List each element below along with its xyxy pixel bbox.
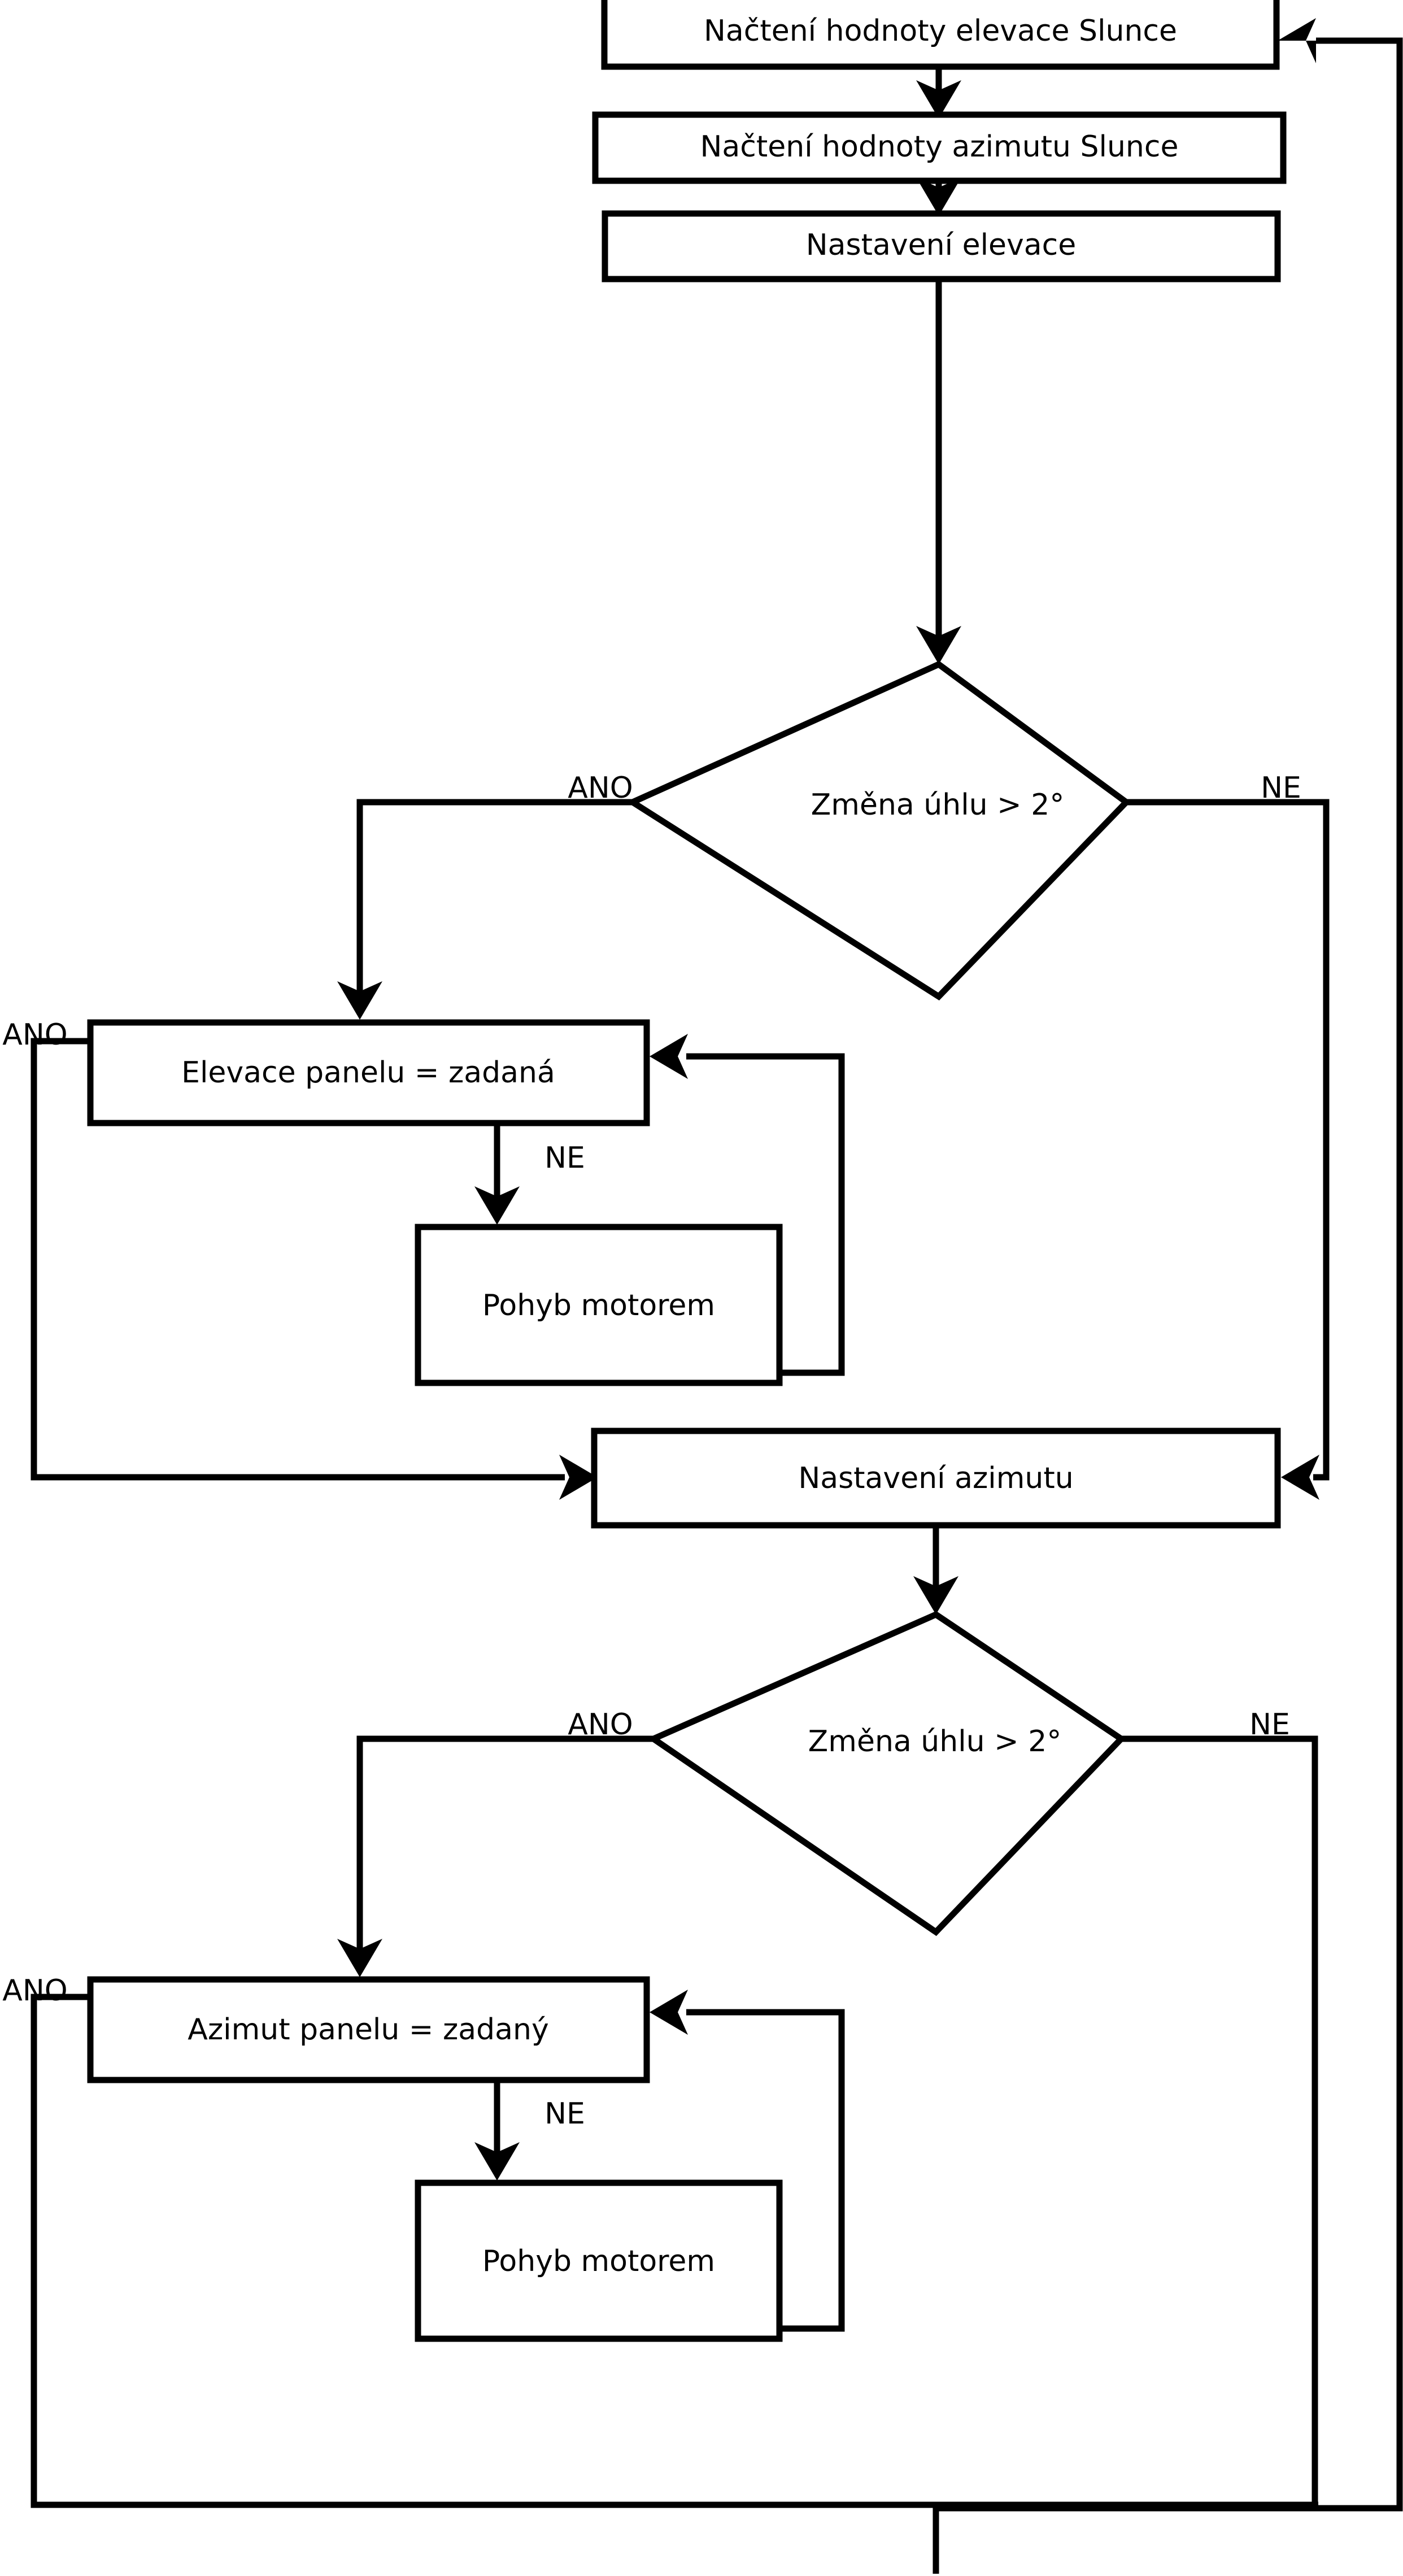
node-read-elevation[interactable]: Načtení hodnoty elevace Slunce xyxy=(601,0,1280,70)
node-panel-azimuth-eq-box[interactable] xyxy=(87,1976,650,2083)
node-set-azimuth-box[interactable] xyxy=(591,1428,1281,1529)
node-motor-move-elevation-label: Pohyb motorem xyxy=(482,1289,715,1322)
node-read-elevation-box[interactable] xyxy=(601,0,1280,70)
edge-label-elevation-loop-yes: ANO xyxy=(2,1018,67,1052)
node-motor-move-azimuth-box[interactable] xyxy=(415,2179,783,2342)
node-decision-azimuth[interactable]: Změna úhlu > 2° xyxy=(647,1611,1126,1937)
node-decision-azimuth-label: Změna úhlu > 2° xyxy=(808,1725,1062,1759)
connector-set-elevation-to-decision xyxy=(916,279,961,664)
edge-label-elevation-loop-no: NE xyxy=(544,1141,585,1175)
node-decision-elevation[interactable]: Změna úhlu > 2° xyxy=(626,660,1131,1001)
node-panel-elevation-eq-label: Elevace panelu = zadaná xyxy=(181,1056,555,1090)
edge-label-elevation-no: NE xyxy=(1261,771,1301,805)
edge-label-azimuth-loop-no: NE xyxy=(544,2097,585,2131)
node-set-elevation[interactable]: Nastavení elevace xyxy=(602,210,1281,282)
edge-label-azimuth-no: NE xyxy=(1249,1708,1290,1742)
connector-set-azimuth-to-decision xyxy=(913,1525,958,1615)
node-read-elevation-label: Načtení hodnoty elevace Slunce xyxy=(704,14,1177,48)
node-panel-elevation-eq-box[interactable] xyxy=(87,1019,650,1126)
connector-read-azimuth-to-set-elevation xyxy=(916,177,961,216)
node-set-elevation-label: Nastavení elevace xyxy=(806,228,1076,262)
node-decision-azimuth-shape[interactable] xyxy=(647,1611,1126,1937)
node-read-azimuth-label: Načtení hodnoty azimutu Slunce xyxy=(700,130,1179,164)
connector-main-loopback xyxy=(933,18,1403,2574)
connector-panel-azimuth-no xyxy=(474,2080,520,2181)
node-set-azimuth-label: Nastavení azimutu xyxy=(798,1461,1073,1495)
node-read-azimuth[interactable]: Načtení hodnoty azimutu Slunce xyxy=(592,111,1287,184)
node-motor-move-azimuth-label: Pohyb motorem xyxy=(482,2244,715,2278)
node-decision-elevation-label: Změna úhlu > 2° xyxy=(811,788,1065,822)
connector-panel-elevation-yes xyxy=(30,1038,598,1500)
edge-label-azimuth-yes: ANO xyxy=(568,1708,633,1742)
node-set-elevation-box[interactable] xyxy=(602,210,1281,282)
node-motor-move-elevation[interactable]: Pohyb motorem xyxy=(415,1224,783,1386)
node-motor-move-azimuth[interactable]: Pohyb motorem xyxy=(415,2179,783,2342)
node-panel-elevation-eq[interactable]: Elevace panelu = zadaná xyxy=(87,1019,650,1126)
connector-decision-elevation-yes xyxy=(337,799,633,1020)
node-panel-azimuth-eq-label: Azimut panelu = zadaný xyxy=(188,2013,548,2047)
node-read-azimuth-box[interactable] xyxy=(592,111,1287,184)
connector-read-elevation-to-read-azimuth xyxy=(916,67,961,119)
node-panel-azimuth-eq[interactable]: Azimut panelu = zadaný xyxy=(87,1976,650,2083)
connector-decision-azimuth-yes xyxy=(337,1735,653,1977)
connector-panel-azimuth-yes xyxy=(30,1994,1318,2508)
edge-label-elevation-yes: ANO xyxy=(568,771,633,805)
node-set-azimuth[interactable]: Nastavení azimutu xyxy=(591,1428,1281,1529)
node-motor-move-elevation-box[interactable] xyxy=(415,1224,783,1386)
edge-label-azimuth-loop-yes: ANO xyxy=(2,1974,67,2008)
connector-panel-elevation-no xyxy=(474,1123,520,1225)
node-decision-elevation-shape[interactable] xyxy=(626,660,1131,1001)
